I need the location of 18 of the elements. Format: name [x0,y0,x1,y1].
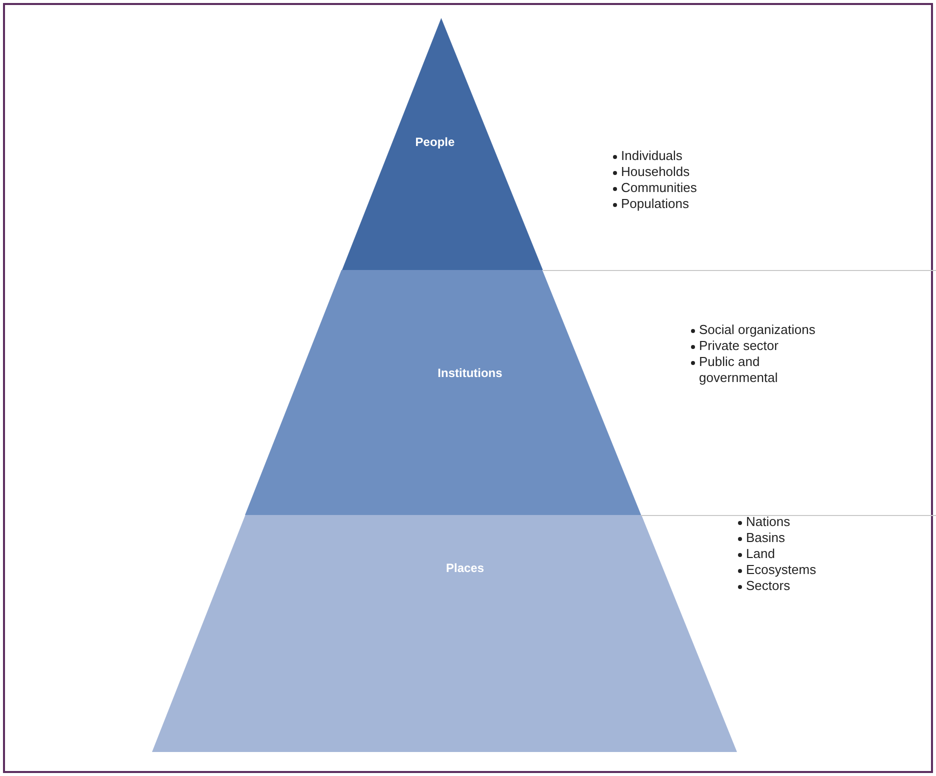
list-item: Communities [612,180,697,196]
list-item: Private sector [690,338,778,354]
list-item: Public and governmental [690,354,840,386]
tier-label: People [415,135,455,149]
list-item: Individuals [612,148,682,164]
tier-label: Institutions [438,366,502,380]
list-item: Land [737,546,775,562]
list-item: Nations [737,514,790,530]
list-item: Households [612,164,690,180]
list-item: Basins [737,530,786,546]
list-item: Sectors [737,578,790,594]
list-item: Ecosystems [737,562,816,578]
list-item: Social organizations [690,322,816,338]
pyramid-tier [342,18,543,270]
pyramid-tier [245,270,642,515]
pyramid-tier [152,515,737,752]
list-item: Populations [612,196,689,212]
tier-label: Places [446,561,484,575]
